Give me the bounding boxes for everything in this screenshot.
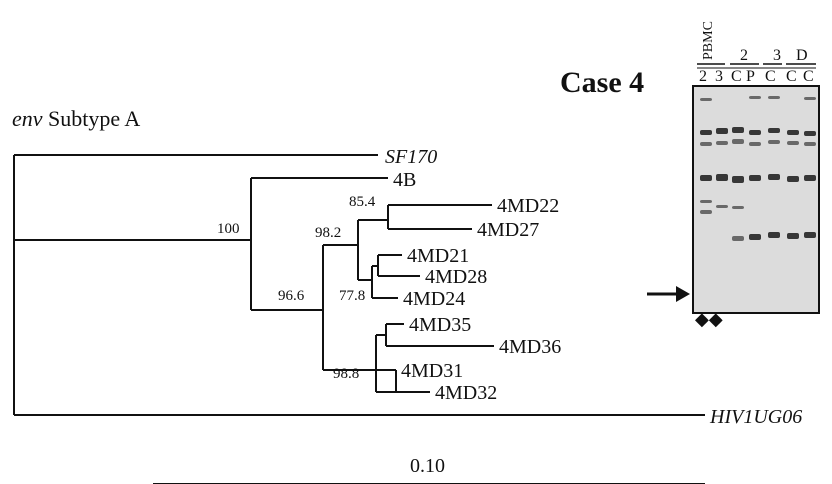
gel-band <box>787 141 799 145</box>
gel-lane-label: C <box>765 68 776 85</box>
gel-band <box>787 176 799 182</box>
gel-band <box>804 175 816 181</box>
diamond-markers: ◆◆ <box>695 309 723 329</box>
gel-lane-label: C <box>786 68 797 85</box>
taxon-label-4md24: 4MD24 <box>403 288 465 310</box>
gel-band <box>732 127 744 133</box>
gel-band <box>732 139 744 144</box>
bootstrap-85-4: 85.4 <box>349 194 376 210</box>
figure-title: env Subtype A <box>12 106 140 131</box>
taxon-label-4b: 4B <box>393 169 416 191</box>
case-label: Case 4 <box>560 66 644 99</box>
gel-band <box>732 236 744 241</box>
taxon-label-hiv1ug06: HIV1UG06 <box>709 406 802 428</box>
gel-band <box>768 174 780 180</box>
gel-band <box>749 96 761 99</box>
gel-bands <box>700 96 816 241</box>
gel-band <box>700 98 712 101</box>
gel-lane-label: C <box>803 68 814 85</box>
taxon-label-4md35: 4MD35 <box>409 314 471 336</box>
gel-band <box>700 210 712 214</box>
bootstrap-98-2: 98.2 <box>315 225 341 241</box>
gel-band <box>768 140 780 144</box>
gel-group-label-d: D <box>796 47 808 64</box>
gel-lane-label: C <box>731 68 742 85</box>
taxon-label-4md31: 4MD31 <box>401 360 463 382</box>
gel-lane-label: P <box>746 68 755 85</box>
taxon-label-4md21: 4MD21 <box>407 245 469 267</box>
gel-panel: PBMC 2 3 D 2 3 C P C C C ◆◆ <box>647 21 820 329</box>
taxon-label-4md28: 4MD28 <box>425 266 487 288</box>
gel-band <box>716 205 728 208</box>
gel-band <box>787 233 799 239</box>
gel-band <box>700 175 712 181</box>
bootstrap-96-6: 96.6 <box>278 288 305 304</box>
gel-band <box>749 175 761 181</box>
scale-bar-label: 0.10 <box>410 455 445 477</box>
gel-lane-label: 3 <box>715 68 723 85</box>
gel-image <box>692 85 820 314</box>
arrow-icon <box>647 286 690 302</box>
gel-band <box>804 97 816 100</box>
taxon-labels: SF170 4B 4MD22 4MD27 4MD21 4MD28 4MD24 4… <box>385 146 802 428</box>
bootstrap-100: 100 <box>217 221 240 237</box>
gel-band <box>700 130 712 135</box>
gel-band <box>768 96 780 99</box>
gel-band <box>749 130 761 135</box>
gel-band <box>804 131 816 136</box>
taxon-label-4md32: 4MD32 <box>435 382 497 404</box>
gel-band <box>749 142 761 146</box>
phylogenetic-tree <box>13 154 705 416</box>
gel-group-label-pbmc: PBMC <box>701 21 716 60</box>
gel-band <box>804 142 816 146</box>
bootstrap-77-8: 77.8 <box>339 288 365 304</box>
gel-band <box>716 141 728 145</box>
title-italic: env <box>12 106 43 131</box>
gel-band <box>732 176 744 183</box>
gel-band <box>716 128 728 134</box>
bootstrap-98-8: 98.8 <box>333 366 359 382</box>
gel-band <box>768 128 780 133</box>
bootstrap-values: 100 85.4 98.2 96.6 77.8 98.8 <box>217 194 376 382</box>
taxon-label-4md22: 4MD22 <box>497 195 559 217</box>
title-rest: Subtype A <box>43 106 141 131</box>
gel-band <box>716 174 728 181</box>
taxon-label-4md27: 4MD27 <box>477 219 539 241</box>
scale-bar: 0.10 <box>153 455 705 484</box>
taxon-label-4md36: 4MD36 <box>499 336 561 358</box>
taxon-label-sf170: SF170 <box>385 146 437 168</box>
gel-group-label-2: 2 <box>740 47 748 64</box>
gel-band <box>732 206 744 209</box>
gel-band <box>749 234 761 240</box>
gel-lane-label: 2 <box>699 68 707 85</box>
gel-band <box>768 232 780 238</box>
gel-band <box>787 130 799 135</box>
gel-band <box>700 200 712 203</box>
gel-band <box>700 142 712 146</box>
gel-group-label-3: 3 <box>773 47 781 64</box>
gel-band <box>804 232 816 238</box>
